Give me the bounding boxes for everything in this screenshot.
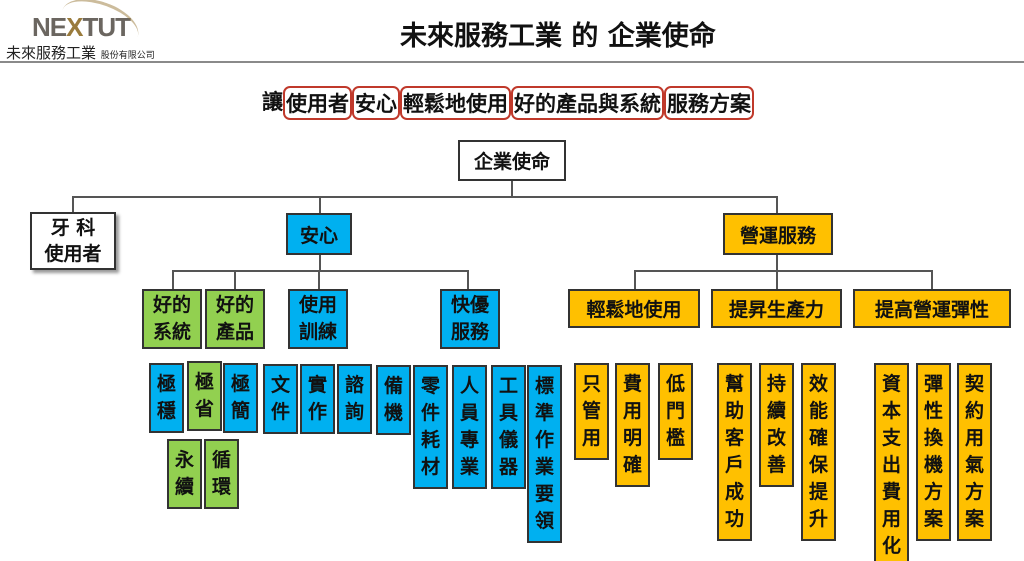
highlighted-phrase: 安心 [352,86,400,120]
node-fast-service: 快優服務 [440,289,500,349]
leaf-backup: 備機 [376,365,411,435]
leaf-staff: 人員專業 [452,365,487,489]
node-easy-use: 輕鬆地使用 [568,289,700,328]
root-node: 企業使命 [458,140,566,181]
logo: NEXTUT [32,12,131,42]
leaf-stable: 極穩 [149,363,184,433]
header-divider [0,61,1024,63]
tagline-text: 讓 [262,90,283,114]
leaf-swap: 彈性換機方案 [916,363,951,541]
leaf-docs: 文件 [263,364,298,434]
leaf-just-use: 只管用 [574,363,609,460]
highlighted-phrase: 輕鬆地使用 [400,86,511,120]
leaf-save: 極省 [187,361,222,431]
leaf-tools: 工具儀器 [491,365,526,489]
highlighted-phrase: 使用者 [283,86,352,120]
leaf-capex: 資本支出費用化 [874,363,909,561]
page-title: 未來服務工業 的 企業使命 [400,21,716,52]
leaf-low-barrier: 低門檻 [658,363,693,460]
leaf-sustain: 永續 [167,439,202,509]
highlighted-phrase: 好的產品與系統 [511,86,664,120]
leaf-clear-cost: 費用明確 [615,363,650,487]
node-training: 使用訓練 [288,289,348,349]
connector [72,196,777,198]
leaf-parts: 零件耗材 [413,365,448,489]
mission-tagline: 讓使用者安心輕鬆地使用好的產品與系統服務方案 [262,86,754,120]
leaf-cycle: 循環 [204,439,239,509]
leaf-improve: 持續改善 [759,363,794,487]
node-safe: 安心 [286,213,352,255]
node-good-product: 好的產品 [205,289,265,349]
leaf-sop: 標準作業要領 [527,365,562,543]
node-dental-user: 牙 科 使用者 [30,212,116,270]
leaf-practice: 實作 [300,364,335,434]
leaf-contract: 契約用氣方案 [957,363,992,541]
leaf-consult: 諮詢 [337,364,372,434]
highlighted-phrase: 服務方案 [664,86,754,120]
node-productivity: 提昇生產力 [711,289,842,328]
company-name: 未來服務工業 股份有限公司 [6,44,155,62]
leaf-performance: 效能確保提升 [801,363,836,541]
leaf-help-success: 幫助客戶成功 [717,363,752,541]
node-ops: 營運服務 [723,213,833,255]
node-flexibility: 提高營運彈性 [853,289,1011,328]
node-good-system: 好的系統 [142,289,202,349]
leaf-simple: 極簡 [223,363,258,433]
